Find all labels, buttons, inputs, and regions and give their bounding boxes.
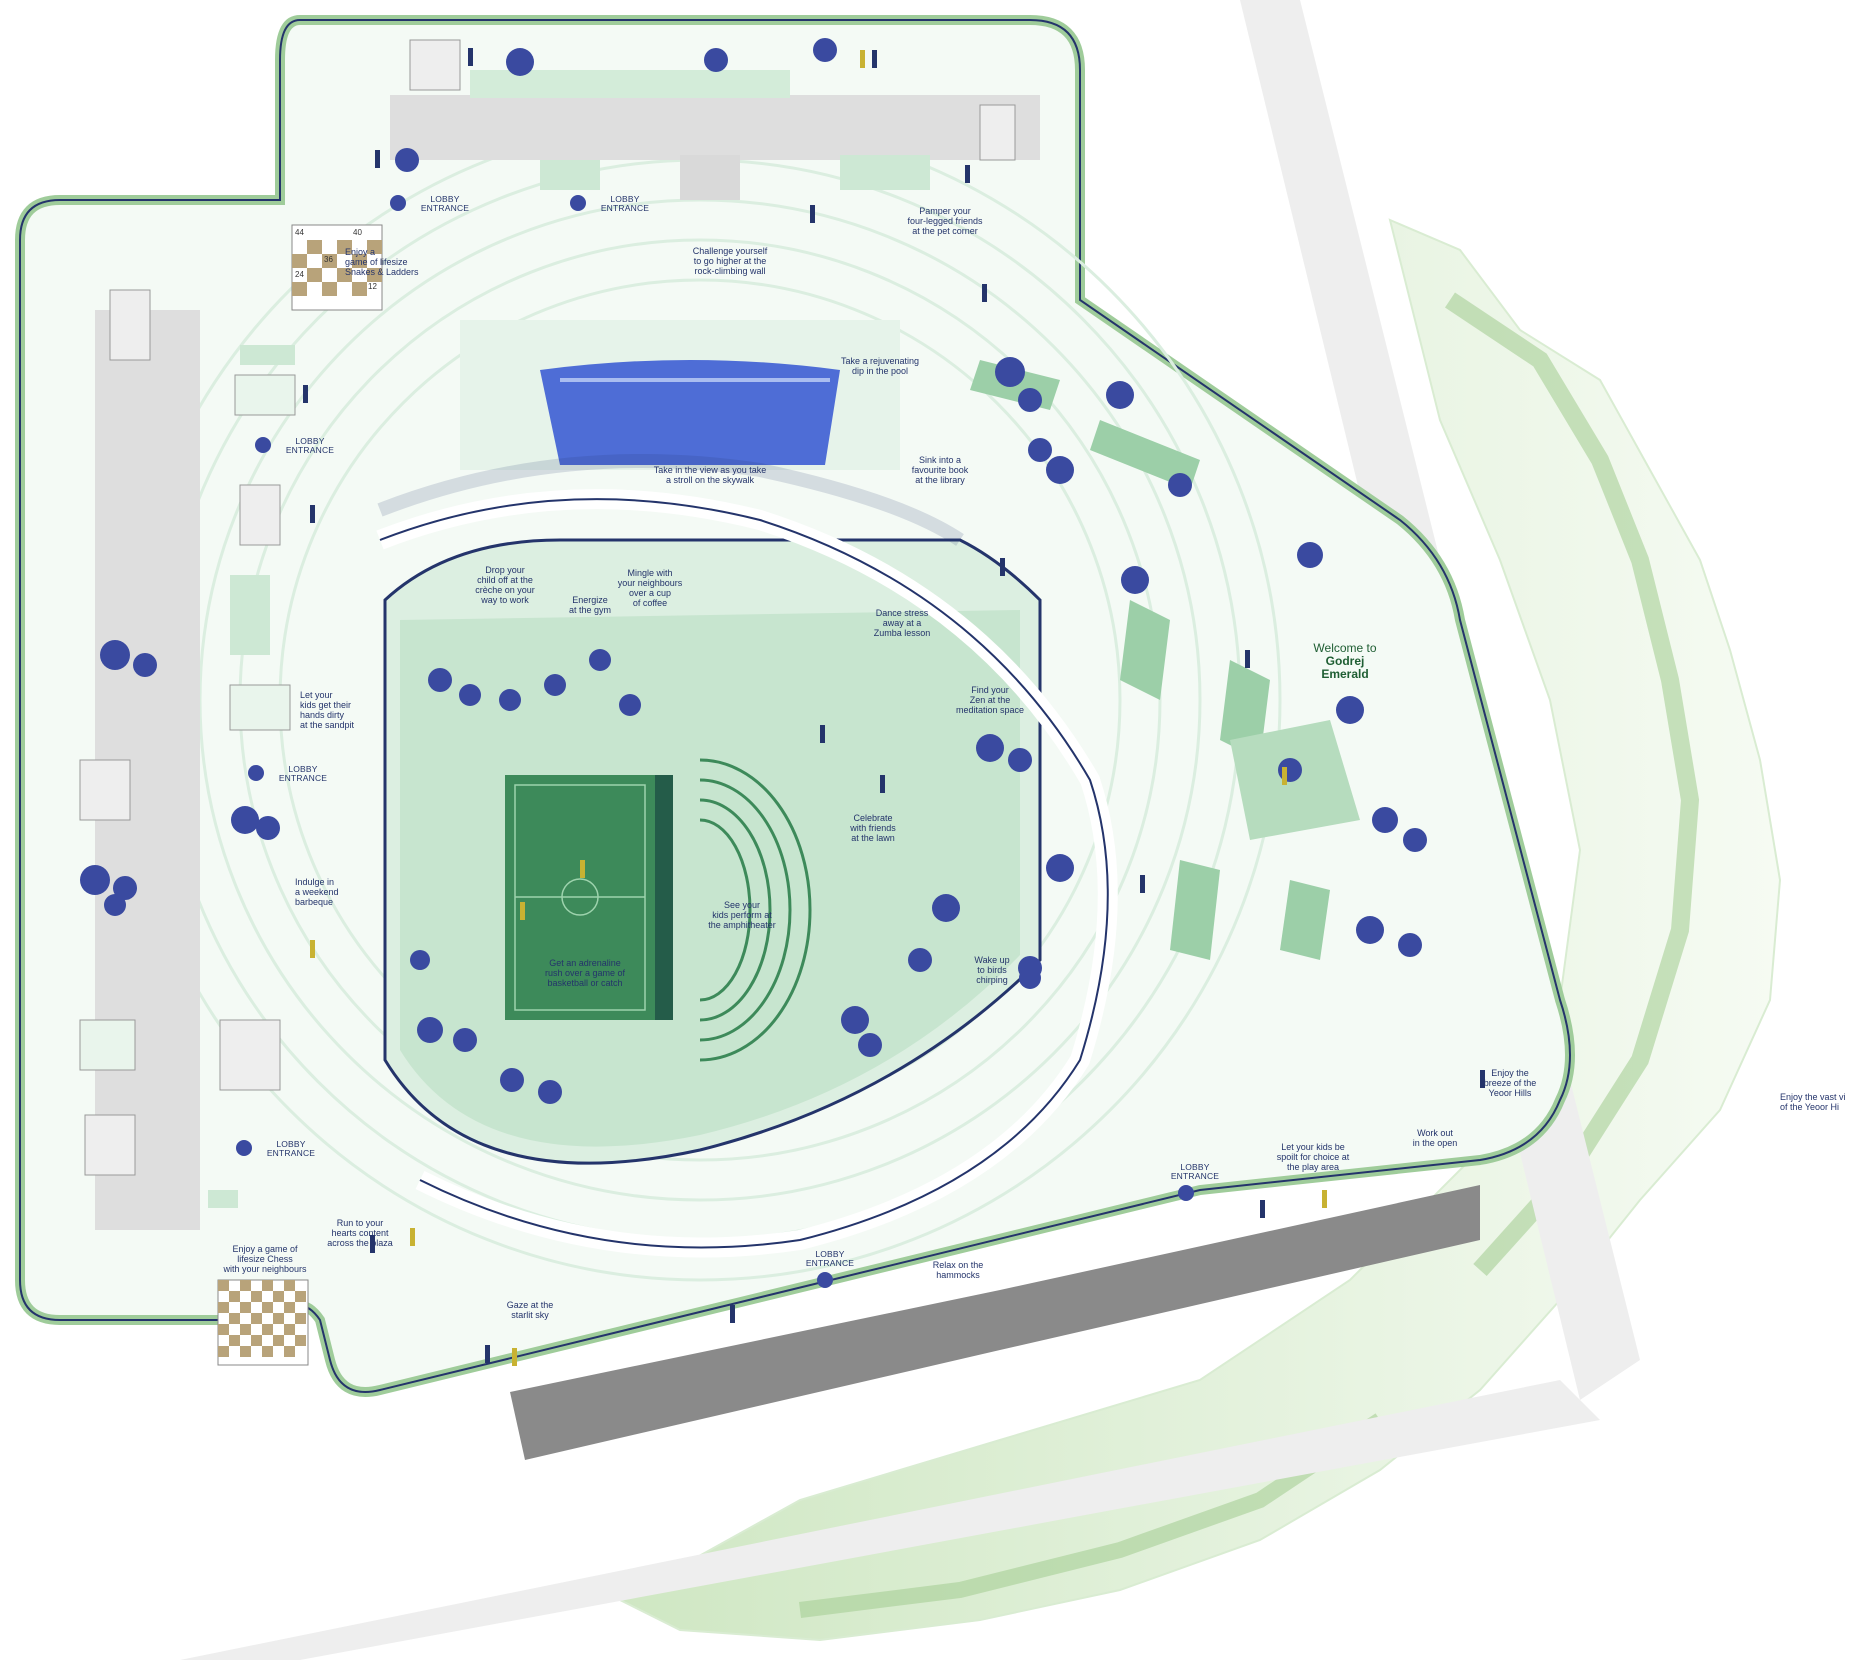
amphitheater <box>699 758 812 1062</box>
lobby-marker-icon <box>817 1272 833 1288</box>
board-number-44: 44 <box>295 228 304 237</box>
welcome-line-3: Emerald <box>1321 667 1369 681</box>
lobby-marker-icon <box>255 437 271 453</box>
welcome-line-1: Welcome to <box>1313 641 1377 655</box>
welcome-title: Welcome to Godrej Emerald <box>1285 642 1405 681</box>
people <box>303 48 1485 1363</box>
board-number-36: 36 <box>324 255 333 264</box>
board-number-24: 24 <box>295 270 304 279</box>
basketball-court <box>505 775 673 1020</box>
bottom-buildings <box>510 1185 1480 1460</box>
lobby-marker-icon <box>570 195 586 211</box>
lobby-marker-icon <box>1178 1185 1194 1201</box>
board-number-40: 40 <box>353 228 362 237</box>
welcome-line-2: Godrej <box>1325 654 1365 668</box>
people-yellow <box>310 50 1327 1366</box>
snakes-ladders-board <box>291 224 383 311</box>
skywalk <box>377 454 964 546</box>
lobby-marker-icon <box>390 195 406 211</box>
trees <box>80 38 1427 1104</box>
board-number-12: 12 <box>368 282 377 291</box>
chess-board <box>217 1279 309 1366</box>
lobby-marker-icon <box>236 1140 252 1156</box>
lobby-marker-icon <box>248 765 264 781</box>
pool <box>460 320 900 470</box>
left-building <box>79 289 296 1230</box>
